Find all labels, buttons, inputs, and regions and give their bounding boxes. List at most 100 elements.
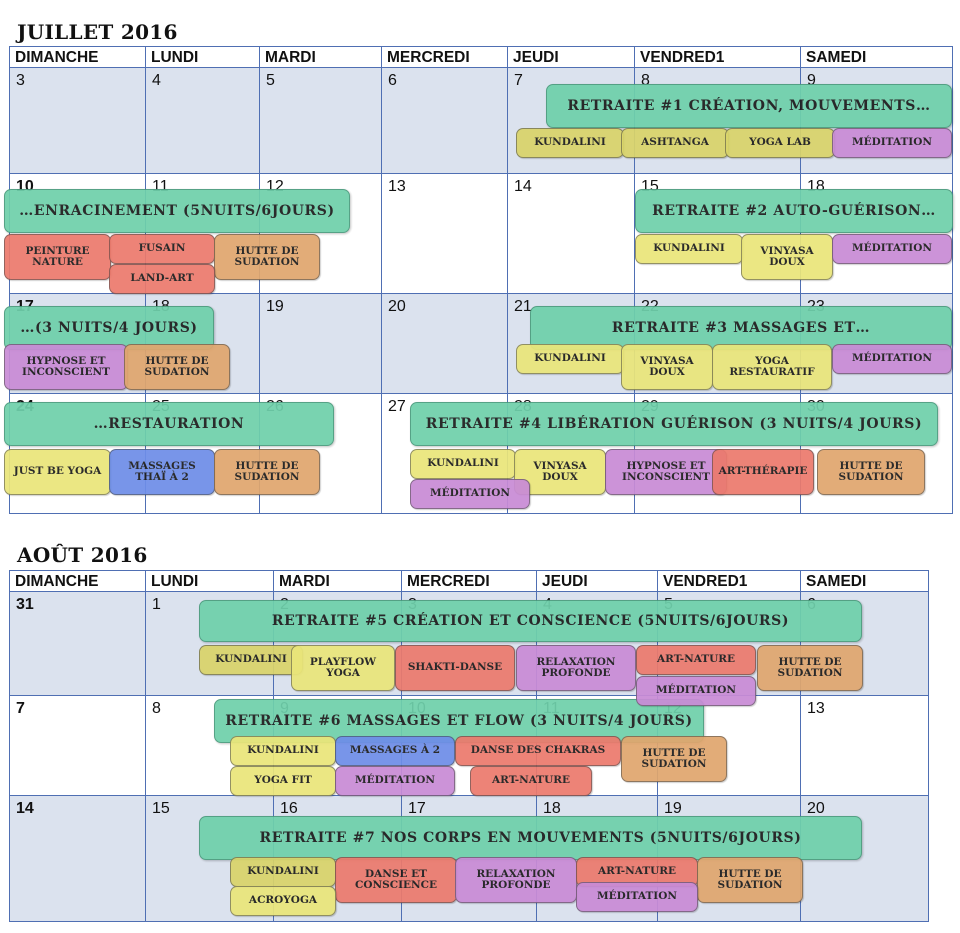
- activity-box[interactable]: HUTTE DE SUDATION: [817, 449, 925, 495]
- activity-box[interactable]: KUNDALINI: [199, 645, 303, 675]
- day-number: 19: [266, 298, 284, 315]
- day-cell[interactable]: 7: [9, 696, 146, 796]
- day-cell[interactable]: 14: [9, 796, 146, 922]
- activity-box[interactable]: VINYASA DOUX: [741, 234, 833, 280]
- day-cell[interactable]: 31: [9, 592, 146, 696]
- activity-box[interactable]: HUTTE DE SUDATION: [621, 736, 727, 782]
- activity-box[interactable]: MASSAGES THAÏ À 2: [109, 449, 215, 495]
- day-cell[interactable]: 3: [9, 68, 146, 174]
- activity-box[interactable]: MÉDITATION: [832, 344, 952, 374]
- day-number: 8: [641, 72, 650, 89]
- activity-box[interactable]: KUNDALINI: [635, 234, 743, 264]
- day-cell[interactable]: 6: [382, 68, 508, 174]
- activity-box[interactable]: MÉDITATION: [410, 479, 530, 509]
- activity-box[interactable]: YOGA FIT: [230, 766, 336, 796]
- activity-box[interactable]: JUST BE YOGA: [4, 449, 111, 495]
- activity-box[interactable]: KUNDALINI: [410, 449, 516, 479]
- header-lundi: LUNDI: [146, 570, 274, 592]
- activity-box[interactable]: HUTTE DE SUDATION: [214, 234, 320, 280]
- header-vendredi: VENDRED1: [635, 46, 801, 68]
- activity-box[interactable]: MÉDITATION: [636, 676, 756, 706]
- activity-box[interactable]: VINYASA DOUX: [621, 344, 713, 390]
- activity-box[interactable]: DANSE DES CHAKRAS: [455, 736, 621, 766]
- activity-box[interactable]: MÉDITATION: [335, 766, 455, 796]
- day-number: 16: [280, 800, 298, 817]
- header-mercredi: MERCREDI: [382, 46, 508, 68]
- activity-box[interactable]: YOGA RESTAURATIF: [712, 344, 832, 390]
- day-number: 14: [16, 800, 34, 817]
- day-number: 6: [388, 72, 397, 89]
- activity-box[interactable]: ART-THÉRAPIE: [712, 449, 814, 495]
- month-title-august: AOÛT 2016: [17, 543, 148, 567]
- activity-box[interactable]: MÉDITATION: [832, 128, 952, 158]
- activity-box[interactable]: HUTTE DE SUDATION: [124, 344, 230, 390]
- header-vendredi: VENDRED1: [658, 570, 801, 592]
- activity-box[interactable]: HYPNOSE ET INCONSCIENT: [605, 449, 727, 495]
- activity-box[interactable]: FUSAIN: [109, 234, 215, 264]
- header-dimanche: DIMANCHE: [9, 570, 146, 592]
- header-dimanche: DIMANCHE: [9, 46, 146, 68]
- retreat-banner[interactable]: …RESTAURATION: [4, 402, 334, 446]
- activity-box[interactable]: DANSE ET CONSCIENCE: [335, 857, 457, 903]
- activity-box[interactable]: PLAYFLOW YOGA: [291, 645, 395, 691]
- day-cell[interactable]: 5: [260, 68, 382, 174]
- activity-box[interactable]: HUTTE DE SUDATION: [214, 449, 320, 495]
- activity-box[interactable]: SHAKTI-DANSE: [395, 645, 515, 691]
- day-cell[interactable]: 13: [801, 696, 929, 796]
- day-cell[interactable]: 20: [382, 294, 508, 394]
- day-number: 20: [388, 298, 406, 315]
- activity-box[interactable]: MÉDITATION: [576, 882, 698, 912]
- retreat-banner[interactable]: RETRAITE #1 CRÉATION, MOUVEMENTS…: [546, 84, 952, 128]
- day-number: 13: [388, 178, 406, 195]
- day-cell[interactable]: 14: [508, 174, 635, 294]
- header-mardi: MARDI: [274, 570, 402, 592]
- activity-box[interactable]: RELAXATION PROFONDE: [455, 857, 577, 903]
- activity-box[interactable]: ART-NATURE: [636, 645, 756, 675]
- day-cell[interactable]: 4: [146, 68, 260, 174]
- activity-box[interactable]: VINYASA DOUX: [514, 449, 606, 495]
- day-number: 18: [543, 800, 561, 817]
- day-number: 17: [408, 800, 426, 817]
- activity-box[interactable]: ACROYOGA: [230, 886, 336, 916]
- day-number: 14: [514, 178, 532, 195]
- activity-box[interactable]: RELAXATION PROFONDE: [516, 645, 636, 691]
- activity-box[interactable]: LAND-ART: [109, 264, 215, 294]
- retreat-banner[interactable]: …(3 NUITS/4 JOURS): [4, 306, 214, 350]
- activity-box[interactable]: HUTTE DE SUDATION: [757, 645, 863, 691]
- retreat-banner[interactable]: RETRAITE #6 MASSAGES ET FLOW (3 NUITS/4 …: [214, 699, 704, 743]
- day-number: 21: [514, 298, 532, 315]
- activity-box[interactable]: YOGA LAB: [725, 128, 835, 158]
- header-samedi: SAMEDI: [801, 46, 953, 68]
- activity-box[interactable]: KUNDALINI: [230, 857, 336, 887]
- calendar-august: DIMANCHE LUNDI MARDI MERCREDI JEUDI VEND…: [9, 570, 929, 922]
- header-lundi: LUNDI: [146, 46, 260, 68]
- month-title-july: JUILLET 2016: [17, 20, 178, 44]
- retreat-banner[interactable]: RETRAITE #4 LIBÉRATION GUÉRISON (3 NUITS…: [410, 402, 938, 446]
- day-number: 5: [266, 72, 275, 89]
- retreat-banner[interactable]: RETRAITE #2 AUTO-GUÉRISON…: [635, 189, 953, 233]
- day-cell[interactable]: 19: [260, 294, 382, 394]
- retreat-banner[interactable]: RETRAITE #7 NOS CORPS EN MOUVEMENTS (5NU…: [199, 816, 862, 860]
- day-number: 7: [514, 72, 523, 89]
- header-jeudi: JEUDI: [537, 570, 658, 592]
- activity-box[interactable]: KUNDALINI: [516, 344, 624, 374]
- day-cell[interactable]: 13: [382, 174, 508, 294]
- day-number: 7: [16, 700, 25, 717]
- activity-box[interactable]: MÉDITATION: [832, 234, 952, 264]
- day-number: 20: [807, 800, 825, 817]
- activity-box[interactable]: MASSAGES À 2: [335, 736, 455, 766]
- retreat-banner[interactable]: …ENRACINEMENT (5NUITS/6JOURS): [4, 189, 350, 233]
- retreat-banner[interactable]: RETRAITE #5 CRÉATION ET CONSCIENCE (5NUI…: [199, 600, 862, 642]
- activity-box[interactable]: HYPNOSE ET INCONSCIENT: [4, 344, 128, 390]
- day-number: 9: [807, 72, 816, 89]
- header-mercredi: MERCREDI: [402, 570, 537, 592]
- day-number: 1: [152, 596, 161, 613]
- activity-box[interactable]: KUNDALINI: [516, 128, 624, 158]
- activity-box[interactable]: ART-NATURE: [470, 766, 592, 796]
- activity-box[interactable]: ASHTANGA: [621, 128, 729, 158]
- activity-box[interactable]: HUTTE DE SUDATION: [697, 857, 803, 903]
- activity-box[interactable]: KUNDALINI: [230, 736, 336, 766]
- day-number: 15: [152, 800, 170, 817]
- activity-box[interactable]: PEINTURE NATURE: [4, 234, 111, 280]
- retreat-banner[interactable]: RETRAITE #3 MASSAGES ET…: [530, 306, 952, 350]
